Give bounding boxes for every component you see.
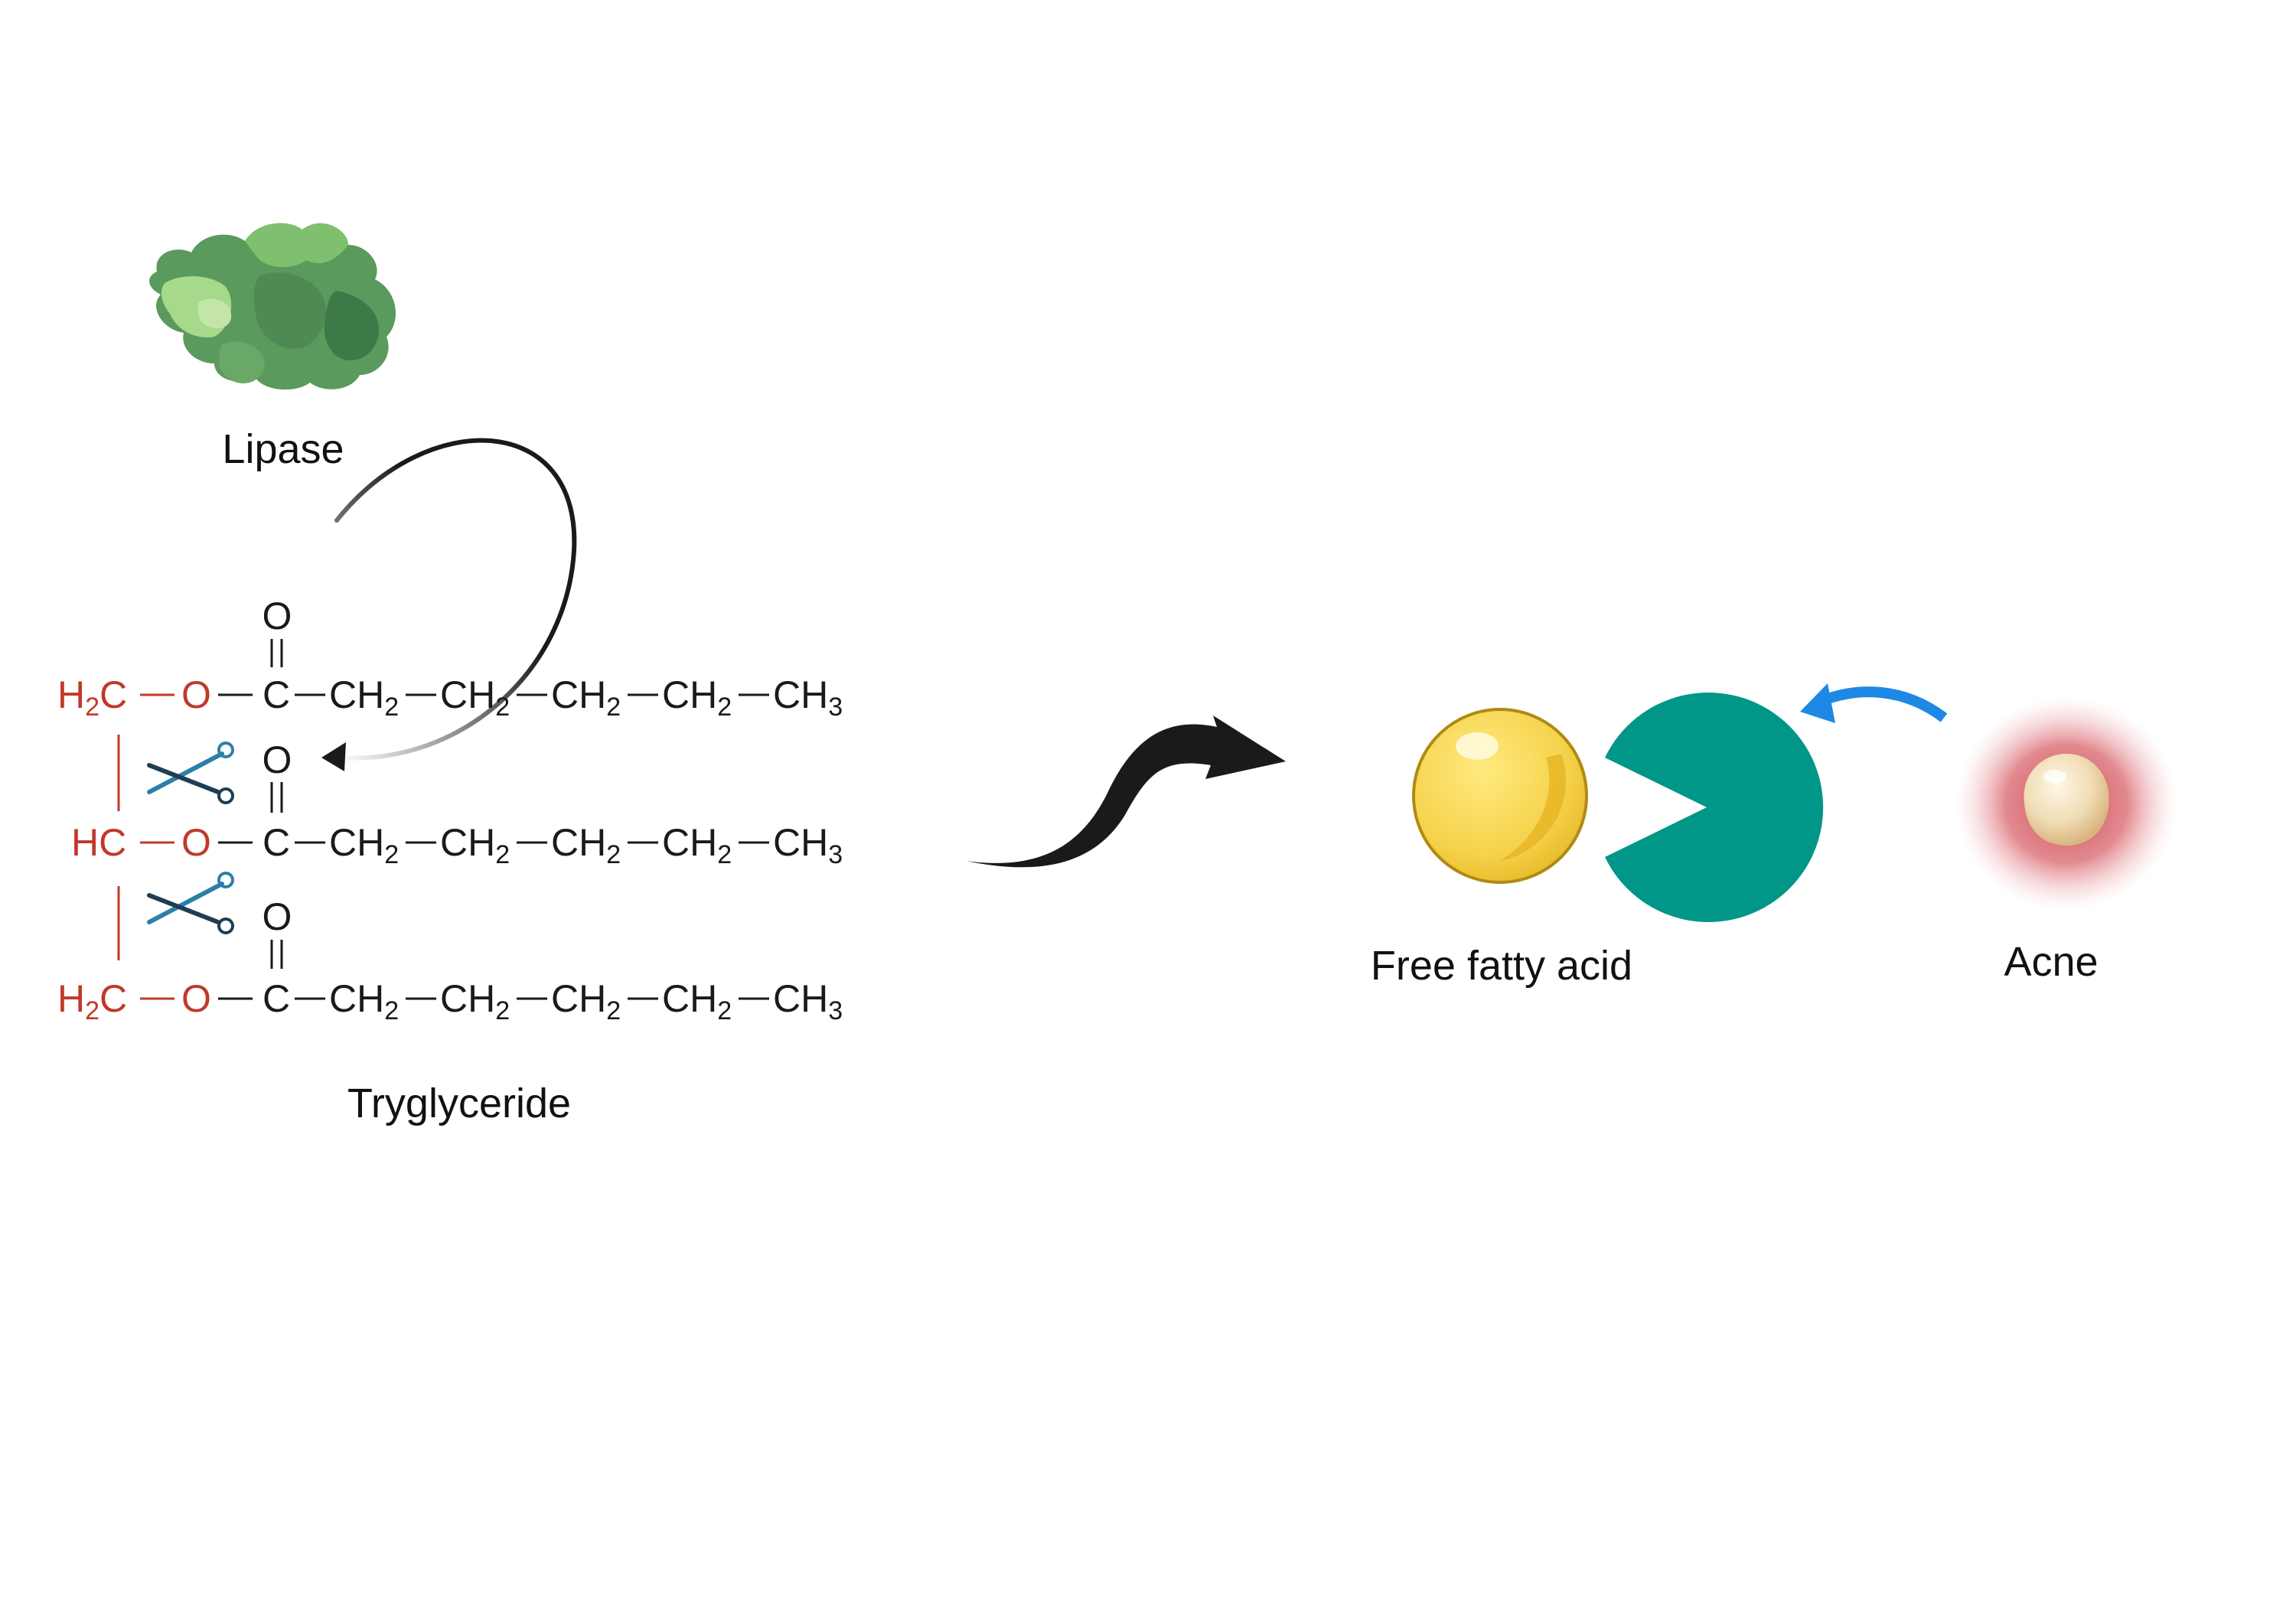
fatty-chain-3: CH2 CH2 CH2 CH2 CH3 — [295, 977, 843, 1025]
backbone-hc: HC — [71, 821, 126, 864]
triglyceride-label: Tryglyceride — [347, 1081, 571, 1126]
methylene-group: CH2 — [329, 673, 399, 722]
methylene-group: CH2 — [662, 673, 732, 722]
free-fatty-acid-label: Free fatty acid — [1371, 943, 1632, 989]
methylene-group: CH2 — [440, 821, 510, 869]
methylene-group: CH2 — [440, 977, 510, 1025]
fat-droplet-icon — [1412, 708, 1588, 884]
backbone-h2c-1: H2C — [57, 673, 127, 722]
fatty-chain-2: CH2 CH2 CH2 CH2 CH3 — [295, 821, 843, 869]
fatty-chain-1: CH2 CH2 CH2 CH2 CH3 — [295, 673, 843, 722]
methylene-group: CH2 — [440, 673, 510, 722]
methylene-group: CH2 — [662, 977, 732, 1025]
carbonyl-oxygen-2: O — [263, 738, 292, 781]
methylene-group: CH2 — [329, 977, 399, 1025]
methylene-group: CH2 — [329, 821, 399, 869]
ester-oxygen-3: O — [181, 977, 211, 1020]
scissors-icon — [147, 872, 234, 934]
methyl-group: CH3 — [773, 673, 843, 722]
ester-oxygen-1: O — [181, 673, 211, 716]
methylene-group: CH2 — [551, 673, 621, 722]
methyl-group: CH3 — [773, 977, 843, 1025]
methylene-group: CH2 — [662, 821, 732, 869]
backbone-h2c-3: H2C — [57, 977, 127, 1025]
methylene-group: CH2 — [551, 977, 621, 1025]
lipase-label: Lipase — [222, 426, 344, 472]
lipase-protein-icon — [149, 223, 396, 390]
methylene-group: CH2 — [551, 821, 621, 869]
carbonyl-carbon-2: C — [263, 821, 290, 864]
scissors-icon — [147, 742, 234, 804]
acne-label: Acne — [2004, 939, 2098, 985]
carbonyl-oxygen-3: O — [263, 895, 292, 938]
carbonyl-carbon-1: C — [263, 673, 290, 716]
carbonyl-oxygen-1: O — [263, 595, 292, 637]
blue-arrow — [1800, 683, 1948, 723]
carbonyl-carbon-3: C — [263, 977, 290, 1020]
reaction-arrow — [966, 715, 1286, 868]
pimple-icon — [1955, 696, 2177, 911]
methyl-group: CH3 — [773, 821, 843, 869]
pacman-icon — [1605, 693, 1824, 922]
ester-oxygen-2: O — [181, 821, 211, 864]
lipase-attack-arrow — [321, 438, 577, 771]
